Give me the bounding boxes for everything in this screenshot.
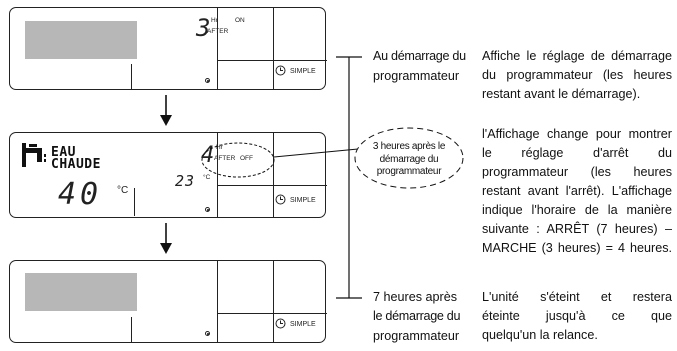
hr-label: Hr xyxy=(216,144,223,151)
description-end: L'unité s'éteint et restera éteinte jusq… xyxy=(482,290,672,342)
timer-dot-icon xyxy=(205,207,210,212)
display-divider-vertical xyxy=(131,64,132,90)
clock-icon xyxy=(275,318,286,329)
timeline-label-end-line3: programmateur xyxy=(373,329,460,343)
off-label: OFF xyxy=(240,155,253,162)
water-temp-display: 40 xyxy=(58,177,103,212)
on-label: ON xyxy=(235,17,245,24)
display-divider-vertical xyxy=(273,8,274,90)
description-off-setting: l'Affichage change pour montrer le régla… xyxy=(482,127,672,255)
display-divider-vertical xyxy=(273,261,274,343)
clock-icon xyxy=(275,65,286,76)
display-panel-1: 3 Hr ON AFTER SIMPLE xyxy=(9,7,327,90)
timer-hours-digit: 3 xyxy=(196,14,212,42)
description-start: Affiche le réglage de démarrage du progr… xyxy=(482,49,672,101)
timer-dot-icon xyxy=(205,78,210,83)
display-divider-vertical xyxy=(134,188,135,216)
down-arrow-icon xyxy=(160,95,172,126)
timer-hours-digit: 4 xyxy=(201,143,216,168)
display-divider-horizontal xyxy=(217,185,327,186)
display-divider-vertical xyxy=(217,261,218,343)
display-panel-3: SIMPLE xyxy=(9,260,327,343)
hr-label: Hr xyxy=(211,17,218,24)
display-divider-horizontal xyxy=(217,60,327,61)
after-label: AFTER xyxy=(214,155,236,162)
display-blank-area xyxy=(25,21,137,59)
simple-label: SIMPLE xyxy=(290,197,316,204)
after-label: AFTER xyxy=(207,28,229,35)
clock-icon xyxy=(275,194,286,205)
timeline-label-start-line2: programmateur xyxy=(373,69,460,83)
timeline-label-end-line2: le démarrage du xyxy=(373,309,461,323)
display-divider-vertical xyxy=(273,133,274,218)
tap-icon xyxy=(22,143,46,167)
room-temp-display: 23 xyxy=(175,172,196,190)
mode-label-line2: CHAUDE xyxy=(51,157,101,172)
simple-label: SIMPLE xyxy=(290,68,316,75)
display-panel-2: EAU CHAUDE 40 °C 23 °C 4 Hr AFTER OFF SI… xyxy=(9,132,327,218)
simple-label: SIMPLE xyxy=(290,321,316,328)
water-temp-unit: °C xyxy=(117,185,129,196)
timeline-label-end-line1: 7 heures après xyxy=(373,290,458,304)
room-temp-unit: °C xyxy=(203,174,211,181)
down-arrow-icon xyxy=(160,223,172,254)
display-divider-vertical xyxy=(131,317,132,343)
mode-label-line1: EAU xyxy=(51,145,76,160)
display-blank-area xyxy=(25,273,137,311)
callout-text: 3 heures après le démarrage du programma… xyxy=(372,141,446,177)
display-divider-horizontal xyxy=(217,313,327,314)
timer-dot-icon xyxy=(205,331,210,336)
display-divider-vertical xyxy=(217,133,218,218)
timeline-label-start-line1: Au démarrage du xyxy=(373,49,466,63)
display-divider-vertical xyxy=(217,8,218,90)
